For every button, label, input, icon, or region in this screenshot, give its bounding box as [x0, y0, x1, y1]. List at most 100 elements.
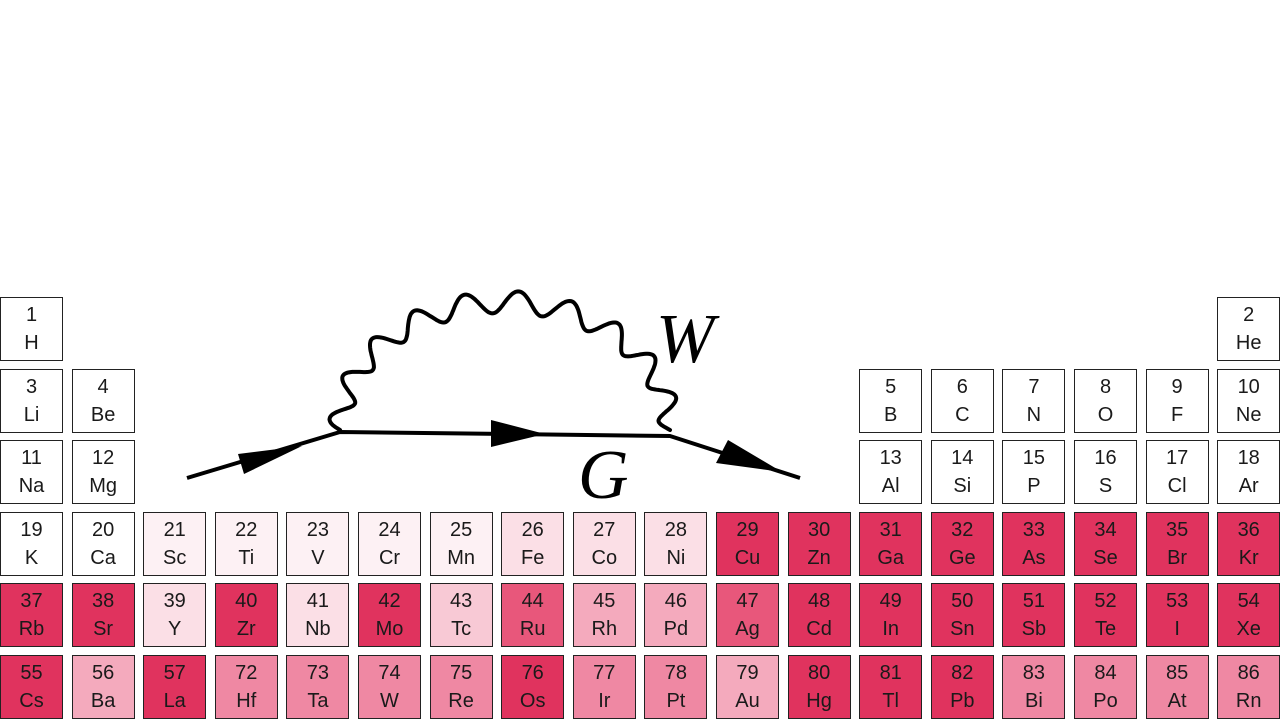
element-symbol: H [24, 332, 39, 354]
element-symbol: Zn [807, 546, 831, 569]
atomic-number: 18 [1237, 447, 1260, 470]
atomic-number: 48 [807, 590, 831, 613]
element-symbol: Xe [1236, 618, 1261, 641]
element-symbol: Ir [598, 690, 611, 712]
element-symbol: Si [953, 475, 972, 498]
element-symbol: Cu [734, 546, 761, 569]
atomic-number: 86 [1237, 662, 1260, 684]
atomic-number: 72 [235, 662, 258, 684]
atomic-number: 12 [91, 447, 115, 470]
atomic-number: 35 [1165, 518, 1189, 541]
atomic-number: 20 [91, 518, 115, 541]
element-symbol: Te [1094, 618, 1117, 641]
element-symbol: Tc [451, 618, 472, 641]
atomic-number: 13 [879, 447, 902, 470]
element-symbol: Cl [1167, 475, 1187, 498]
atomic-number: 1 [25, 304, 38, 326]
atomic-number: 37 [20, 590, 43, 613]
atomic-number: 74 [378, 662, 401, 684]
element-symbol: Rn [1235, 690, 1262, 712]
atomic-number: 23 [306, 518, 330, 541]
atomic-number: 82 [951, 662, 974, 684]
element-symbol: Br [1167, 546, 1188, 569]
atomic-number: 40 [235, 590, 258, 613]
atomic-number: 78 [664, 662, 688, 684]
element-symbol: Ti [238, 546, 255, 569]
atomic-number: 33 [1022, 518, 1046, 541]
element-symbol: Nb [305, 618, 331, 641]
atomic-number: 75 [449, 662, 473, 684]
atomic-number: 8 [1099, 375, 1112, 398]
element-symbol: Li [23, 403, 40, 426]
element-symbol: Sc [163, 546, 187, 569]
element-symbol: Cr [378, 546, 401, 569]
element-symbol: Re [448, 690, 474, 712]
atomic-number: 52 [1094, 590, 1117, 613]
atomic-number: 4 [97, 375, 109, 398]
element-symbol: As [1022, 546, 1046, 569]
element-symbol: Co [591, 546, 618, 569]
element-symbol: Ne [1235, 403, 1262, 426]
element-symbol: At [1167, 690, 1187, 712]
atomic-number: 10 [1237, 375, 1260, 398]
element-symbol: Be [90, 403, 116, 426]
atomic-number: 7 [1028, 375, 1040, 398]
element-symbol: Fe [521, 546, 545, 569]
atomic-number: 17 [1165, 447, 1189, 470]
atomic-number: 14 [951, 447, 974, 470]
element-symbol: Kr [1238, 546, 1259, 569]
atomic-number: 53 [1165, 590, 1189, 613]
atomic-number: 38 [91, 590, 115, 613]
element-symbol: Au [735, 690, 760, 712]
element-symbol: Cd [806, 618, 832, 641]
atomic-number: 85 [1165, 662, 1189, 684]
element-symbol: Pt [666, 690, 686, 712]
atomic-number: 27 [593, 518, 616, 541]
element-symbol: V [311, 546, 325, 569]
atomic-number: 36 [1237, 518, 1260, 541]
atomic-number: 6 [956, 375, 968, 398]
atomic-number: 79 [736, 662, 759, 684]
element-symbol: Rb [18, 618, 45, 641]
atomic-number: 46 [664, 590, 688, 613]
atomic-number: 76 [521, 662, 544, 684]
element-symbol: S [1098, 475, 1113, 498]
element-symbol: Sr [93, 618, 114, 641]
atomic-number: 47 [736, 590, 759, 613]
atomic-number: 57 [163, 662, 186, 684]
atomic-number: 44 [521, 590, 544, 613]
element-symbol: Ba [90, 690, 116, 712]
